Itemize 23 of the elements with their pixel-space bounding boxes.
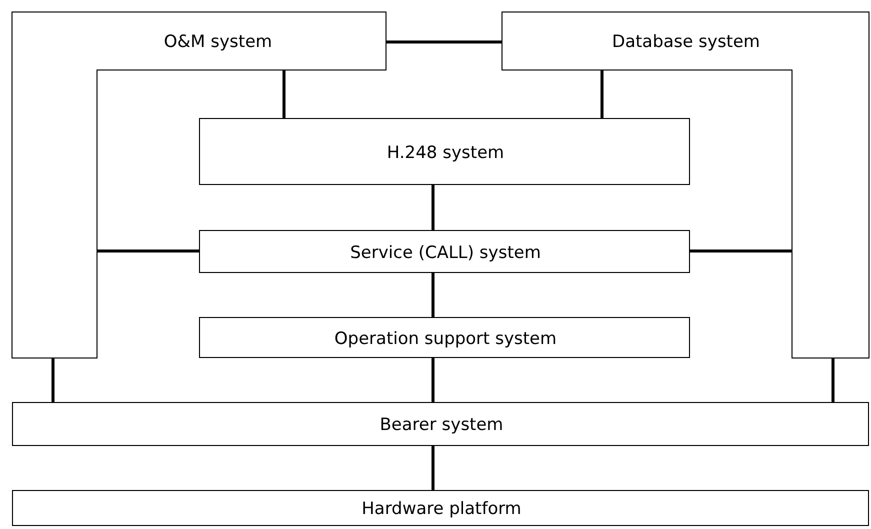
block-label: H.248 system: [386, 142, 504, 162]
connector-line: [432, 358, 434, 402]
layer-box: [199, 230, 690, 273]
connector-line: [386, 40, 502, 44]
layer-box: [12, 490, 869, 526]
layer-box: [12, 402, 869, 446]
block-label: Operation support system: [334, 328, 557, 348]
connector-line: [432, 446, 434, 490]
connector-line: [432, 273, 434, 317]
block-label: Service (CALL) system: [350, 242, 541, 262]
layer-box: [199, 118, 690, 185]
block-label: Hardware platform: [362, 499, 522, 519]
connector-line: [600, 70, 604, 118]
connector-line: [690, 250, 792, 252]
connector-line: [832, 358, 834, 402]
block-label: Bearer system: [380, 415, 504, 435]
connector-line: [97, 250, 199, 252]
layer-box: [199, 317, 690, 358]
block-label: Database system: [612, 32, 760, 52]
connector-line: [282, 70, 286, 118]
connector-line: [52, 358, 54, 402]
block-label: O&M system: [164, 32, 272, 52]
connector-line: [432, 185, 434, 230]
